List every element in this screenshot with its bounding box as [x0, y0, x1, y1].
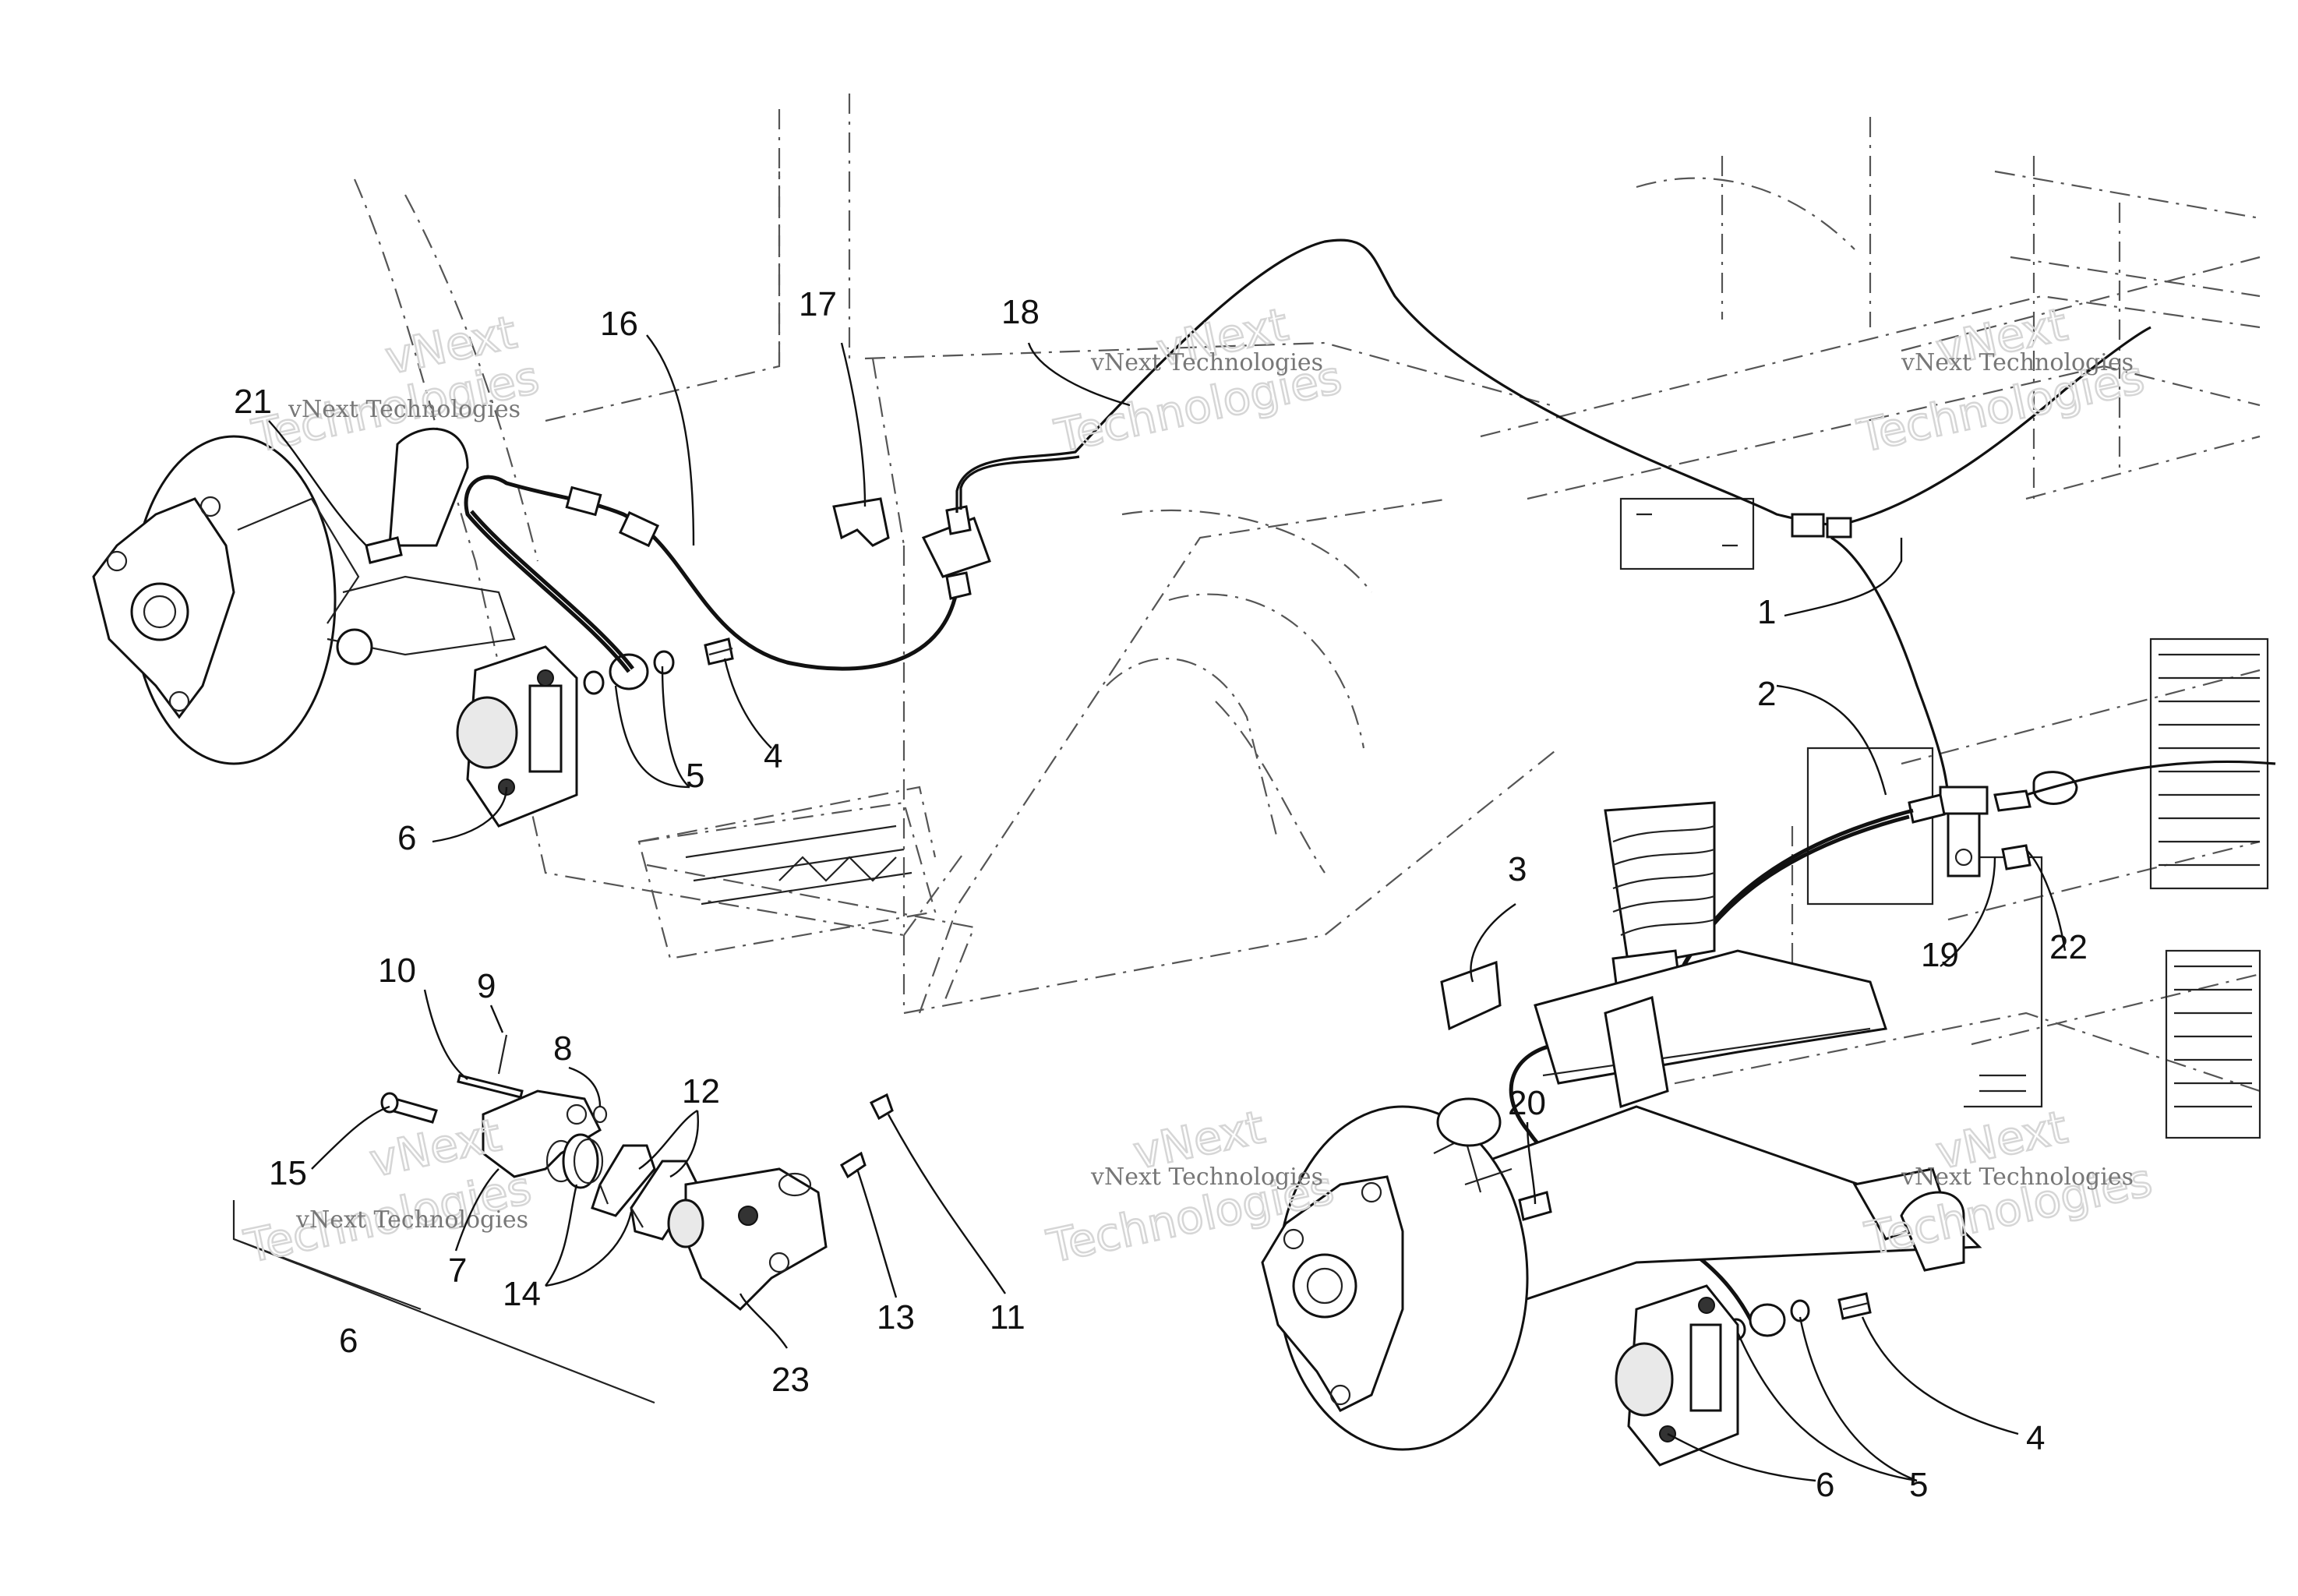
- callout-4: 4: [764, 737, 782, 775]
- brake-junction-block: [1908, 786, 2031, 877]
- callout-11: 11: [990, 1298, 1025, 1336]
- left-brake-hose: [464, 475, 961, 673]
- callout-15: 15: [269, 1154, 307, 1192]
- brake-lines: [464, 238, 2276, 1341]
- bleeder-screw: [840, 1151, 867, 1179]
- watermark: vNext Technologies: [1901, 349, 2134, 376]
- callout-14: 14: [503, 1275, 541, 1313]
- callout-13: 13: [877, 1298, 915, 1336]
- callout-8: 8: [553, 1029, 572, 1068]
- rigid-brake-line: [955, 238, 1840, 528]
- caliper-body: [684, 1167, 828, 1312]
- callout-7: 7: [448, 1252, 467, 1290]
- callout-12: 12: [682, 1072, 720, 1110]
- leader-lines: [268, 334, 2067, 1482]
- callout-21: 21: [234, 383, 272, 421]
- callout-9: 9: [477, 967, 496, 1005]
- watermark: vNext Technologies: [1090, 1163, 1323, 1191]
- callout-2: 2: [1757, 675, 1776, 713]
- callout-20: 20: [1508, 1084, 1546, 1122]
- watermark: vNext Technologies: [295, 1206, 528, 1234]
- callout-23: 23: [771, 1361, 810, 1399]
- callout-5: 5: [1909, 1466, 1928, 1504]
- exploded-caliper-view: [232, 1034, 894, 1404]
- suspension-bumper: [1440, 960, 1502, 1031]
- caliper-bracket: [482, 1089, 602, 1178]
- callout-16: 16: [600, 305, 638, 343]
- brake-pad: [591, 1144, 656, 1217]
- watermark: vNext Technologies: [288, 396, 521, 423]
- hose-clip: [832, 497, 890, 547]
- right-brake-caliper: [1615, 1284, 1739, 1467]
- callout-4: 4: [2026, 1419, 2045, 1457]
- left-wheel-hub-assembly: [92, 427, 734, 828]
- callout-3: 3: [1508, 850, 1527, 888]
- watermark: vNext Technologies: [1090, 349, 1323, 376]
- watermark: vNext Technologies: [1901, 1163, 2134, 1191]
- callout-17: 17: [799, 285, 837, 323]
- callout-10: 10: [378, 952, 416, 990]
- callout-labels: 1 2 3 4 4 5 5 6 6 6 7 8 9 10 11 12 13 14…: [234, 285, 2088, 1504]
- callout-6: 6: [397, 819, 416, 857]
- callout-5: 5: [686, 757, 704, 795]
- callout-18: 18: [1001, 293, 1040, 331]
- callout-1: 1: [1757, 593, 1776, 631]
- callout-6: 6: [1816, 1466, 1834, 1504]
- grille: [2149, 637, 2269, 1139]
- callout-19: 19: [1921, 936, 1959, 974]
- right-suspension-assembly: [1261, 801, 1982, 1467]
- callout-6: 6: [339, 1322, 358, 1360]
- callout-22: 22: [2049, 928, 2088, 966]
- bleeder-cap: [869, 1093, 894, 1121]
- left-brake-caliper: [456, 645, 578, 828]
